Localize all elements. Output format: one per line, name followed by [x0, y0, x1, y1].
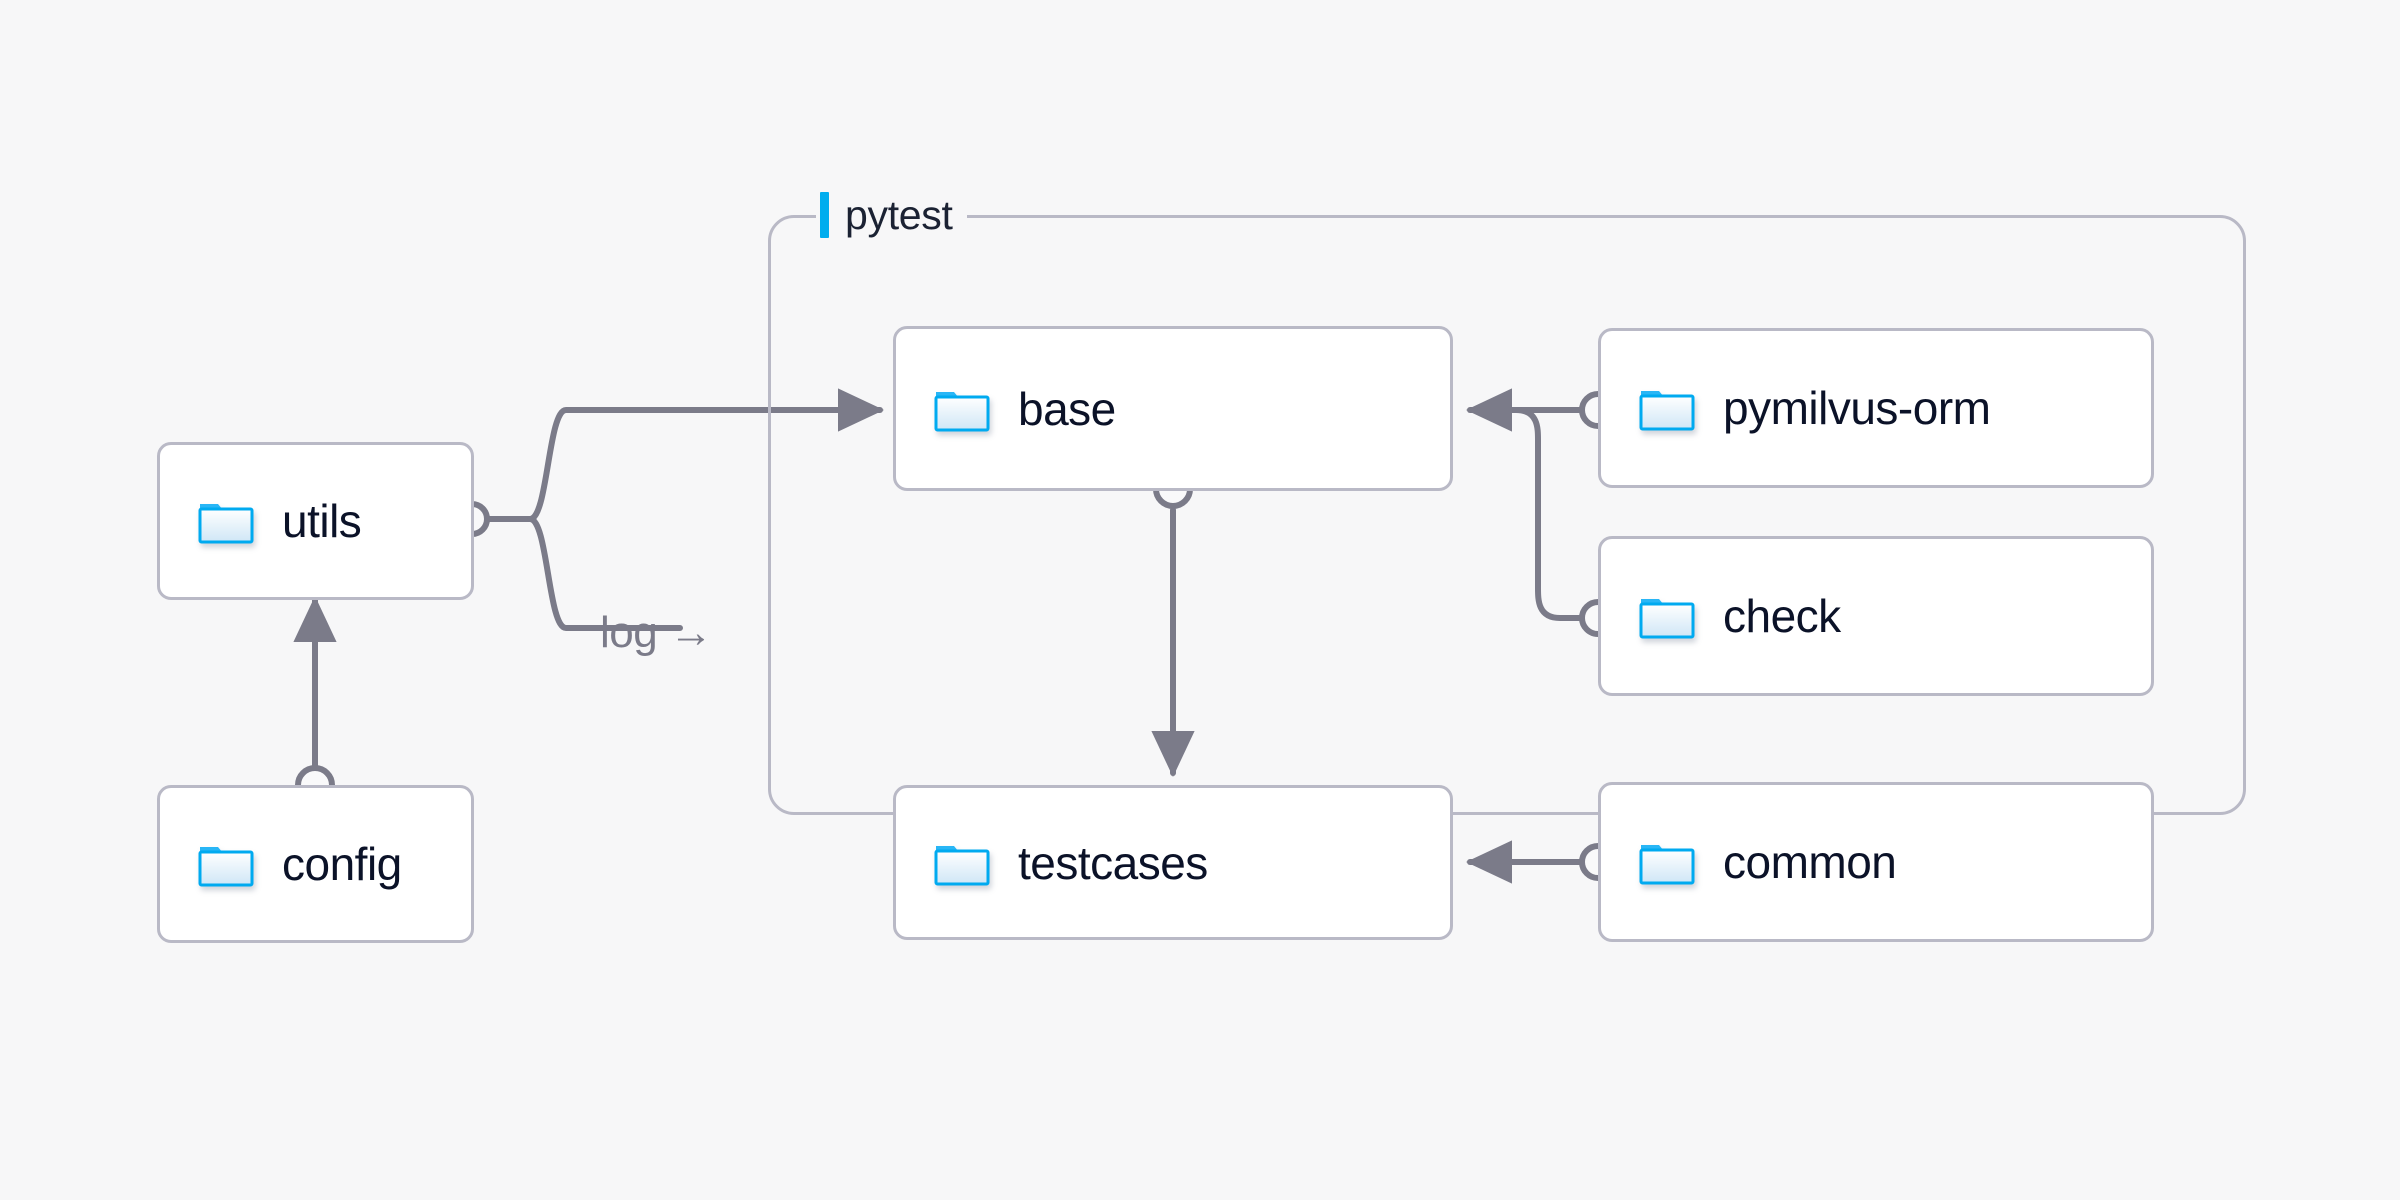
folder-icon	[1639, 592, 1695, 640]
node-utils[interactable]: utils	[157, 442, 474, 600]
folder-icon	[934, 385, 990, 433]
node-testcases[interactable]: testcases	[893, 785, 1453, 940]
folder-icon	[198, 840, 254, 888]
node-base-label: base	[1018, 382, 1116, 435]
folder-icon	[934, 839, 990, 887]
group-pytest[interactable]	[768, 215, 2246, 815]
group-pytest-label: pytest	[816, 192, 967, 238]
node-testcases-label: testcases	[1018, 836, 1208, 889]
node-utils-label: utils	[282, 495, 362, 547]
node-common-label: common	[1723, 836, 1897, 888]
edge-label-log: log →	[600, 608, 713, 657]
folder-icon	[1639, 384, 1695, 432]
node-check[interactable]: check	[1598, 536, 2154, 696]
node-config[interactable]: config	[157, 785, 474, 943]
node-pymilvus-orm[interactable]: pymilvus-orm	[1598, 328, 2154, 488]
node-check-label: check	[1723, 590, 1841, 642]
node-base[interactable]: base	[893, 326, 1453, 491]
node-common[interactable]: common	[1598, 782, 2154, 942]
node-config-label: config	[282, 838, 402, 890]
group-pytest-label-text: pytest	[845, 192, 953, 238]
group-accent-bar	[820, 192, 829, 238]
folder-icon	[198, 497, 254, 545]
node-pymilvus-orm-label: pymilvus-orm	[1723, 382, 1991, 434]
folder-icon	[1639, 838, 1695, 886]
